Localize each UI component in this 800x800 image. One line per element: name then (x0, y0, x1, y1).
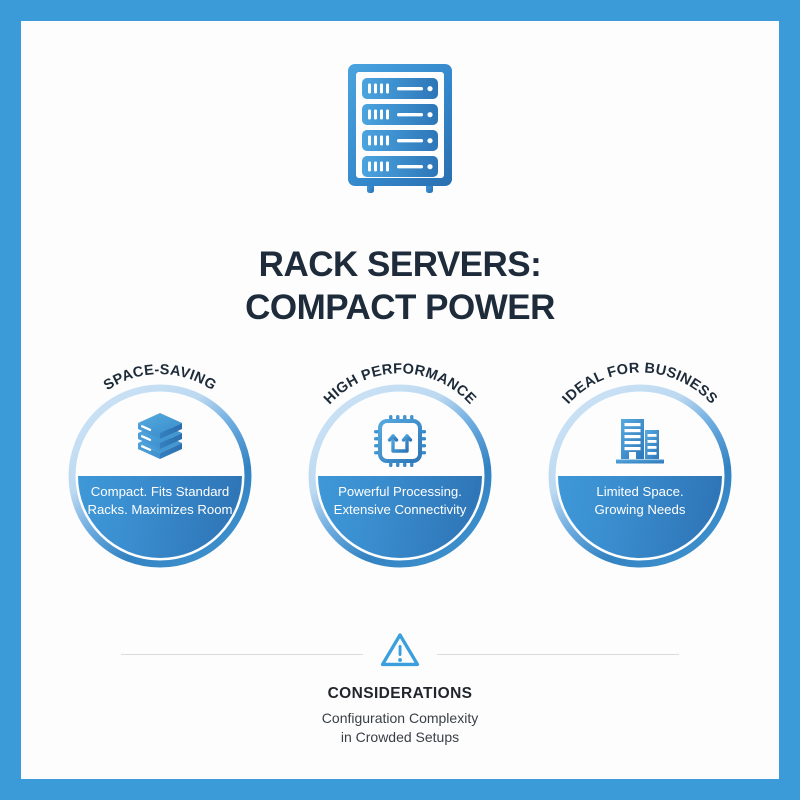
benefit-text-line-2: Extensive Connectivity (333, 502, 467, 517)
considerations-sub-line-2: in Crowded Setups (340, 729, 460, 745)
benefit-card-high-performance[interactable]: HIGH PERFORMANCE (280, 351, 520, 601)
benefit-text-line-1: Compact. Fits Standard (90, 484, 230, 499)
benefit-text-line-2: Growing Needs (594, 502, 686, 517)
page-title: RACK SERVERS: COMPACT POWER (21, 243, 779, 329)
circle-ring (68, 384, 252, 568)
divider-left (121, 654, 363, 655)
title-line-1: RACK SERVERS: (258, 245, 542, 284)
stacked-servers-icon (132, 413, 188, 469)
benefit-fill (558, 476, 722, 558)
benefit-card-space-saving[interactable]: SPACE-SAVING (40, 351, 280, 601)
benefit-circle: Compact. Fits Standard Racks. Maximizes … (67, 383, 253, 569)
considerations-heading: CONSIDERATIONS (327, 685, 473, 702)
benefit-circle: Limited Space. Growing Needs (547, 383, 733, 569)
divider-right (437, 654, 679, 655)
warning-triangle-icon (377, 629, 423, 671)
benefit-text: Compact. Fits Standard Racks. Maximizes … (81, 483, 239, 519)
benefit-text: Powerful Processing. Extensive Connectiv… (321, 483, 479, 519)
circle-ring (308, 384, 492, 568)
benefit-text-line-1: Powerful Processing. (338, 484, 462, 499)
title-line-2: COMPACT POWER (245, 288, 555, 327)
server-rack-icon (340, 61, 460, 201)
benefit-fill (78, 476, 242, 558)
benefit-card-ideal-for-business[interactable]: IDEAL FOR BUSINESS (520, 351, 760, 601)
benefit-text: Limited Space. Growing Needs (561, 483, 719, 519)
considerations-text: CONSIDERATIONS Configuration Complexity … (21, 685, 779, 747)
cpu-chip-icon (372, 413, 428, 469)
benefit-text-line-2: Racks. Maximizes Room (87, 502, 233, 517)
benefit-cards: SPACE-SAVING (21, 351, 779, 601)
infographic-canvas: RACK SERVERS: COMPACT POWER SPACE-SAVING (21, 21, 779, 779)
circle-ring (548, 384, 732, 568)
considerations-sub-line-1: Configuration Complexity (321, 710, 479, 726)
office-building-icon (612, 413, 668, 469)
benefit-fill (318, 476, 482, 558)
benefit-text-line-1: Limited Space. (596, 484, 684, 499)
benefit-circle: Powerful Processing. Extensive Connectiv… (307, 383, 493, 569)
